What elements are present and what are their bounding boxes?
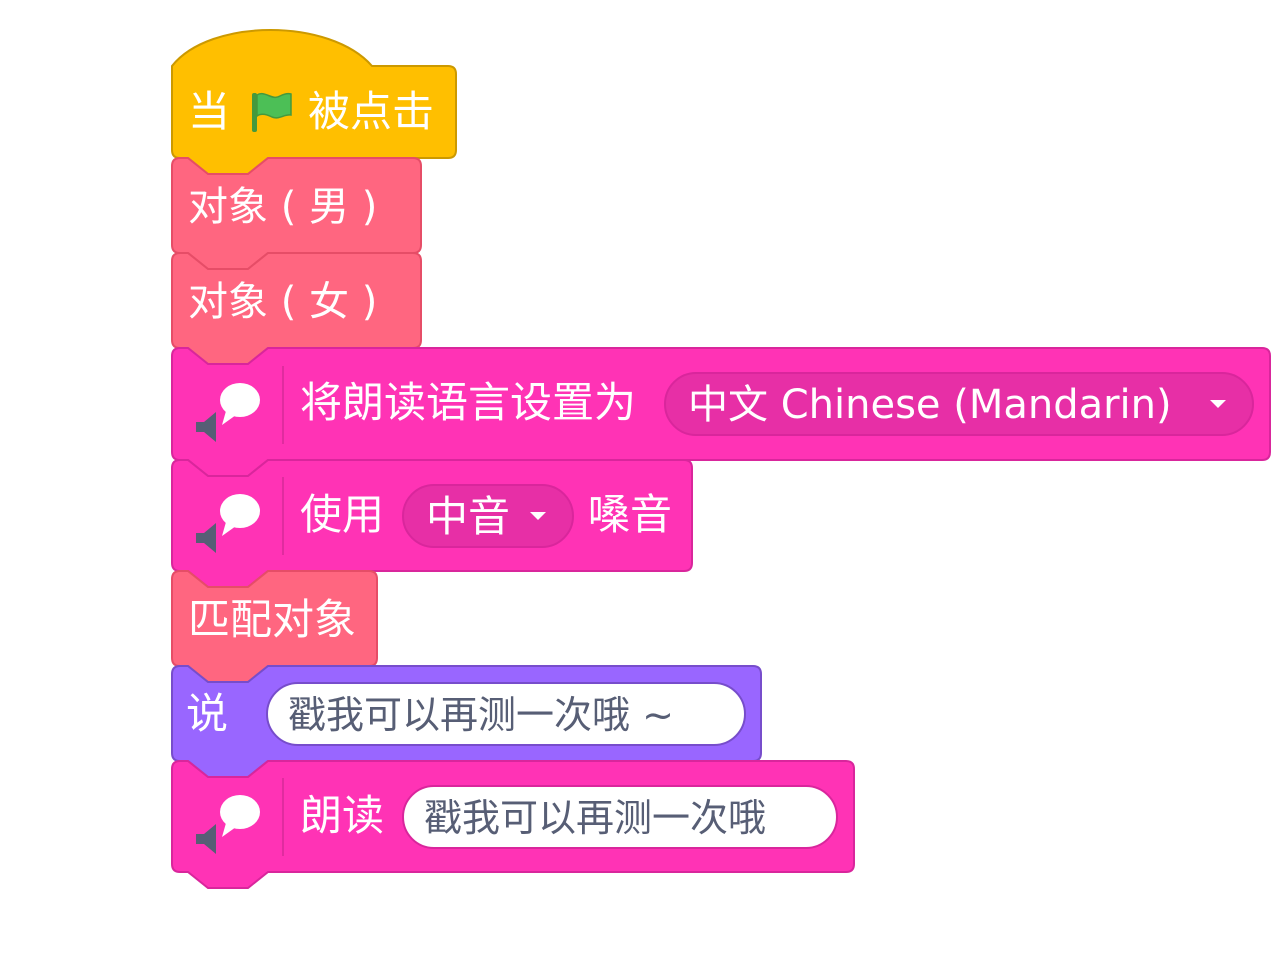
text-to-speech-icon	[194, 790, 264, 858]
set-voice-label-before: 使用	[300, 490, 385, 539]
green-flag-icon	[248, 90, 294, 134]
set-language-label: 将朗读语言设置为	[300, 378, 637, 427]
chevron-down-icon	[530, 512, 546, 520]
set-voice-label-after: 嗓音	[588, 490, 673, 539]
speak-label: 朗读	[300, 791, 385, 840]
language-dropdown-value: 中文 Chinese (Mandarin)	[688, 382, 1172, 428]
speak-text-value: 戳我可以再测一次哦	[424, 796, 767, 840]
say-text-input[interactable]: 戳我可以再测一次哦 ~	[266, 682, 746, 746]
object-male-label: 对象 ( 男 )	[188, 184, 378, 230]
language-dropdown[interactable]: 中文 Chinese (Mandarin)	[664, 372, 1254, 436]
match-object-label: 匹配对象	[188, 595, 357, 644]
speak-text-input[interactable]: 戳我可以再测一次哦	[402, 785, 838, 849]
voice-dropdown-value: 中音	[426, 492, 511, 541]
text-to-speech-icon	[194, 489, 264, 557]
tts-voice-divider	[282, 477, 284, 555]
say-text-value: 戳我可以再测一次哦 ~	[288, 693, 674, 737]
text-to-speech-icon	[194, 378, 264, 446]
hat-suffix-label: 被点击	[308, 87, 435, 136]
tts-language-divider	[282, 366, 284, 444]
hat-prefix-label: 当	[188, 87, 231, 136]
object-female-label: 对象 ( 女 )	[188, 279, 378, 325]
say-label: 说	[186, 689, 229, 738]
chevron-down-icon	[1210, 400, 1226, 408]
tts-speak-divider	[282, 778, 284, 856]
voice-dropdown[interactable]: 中音	[402, 484, 574, 548]
